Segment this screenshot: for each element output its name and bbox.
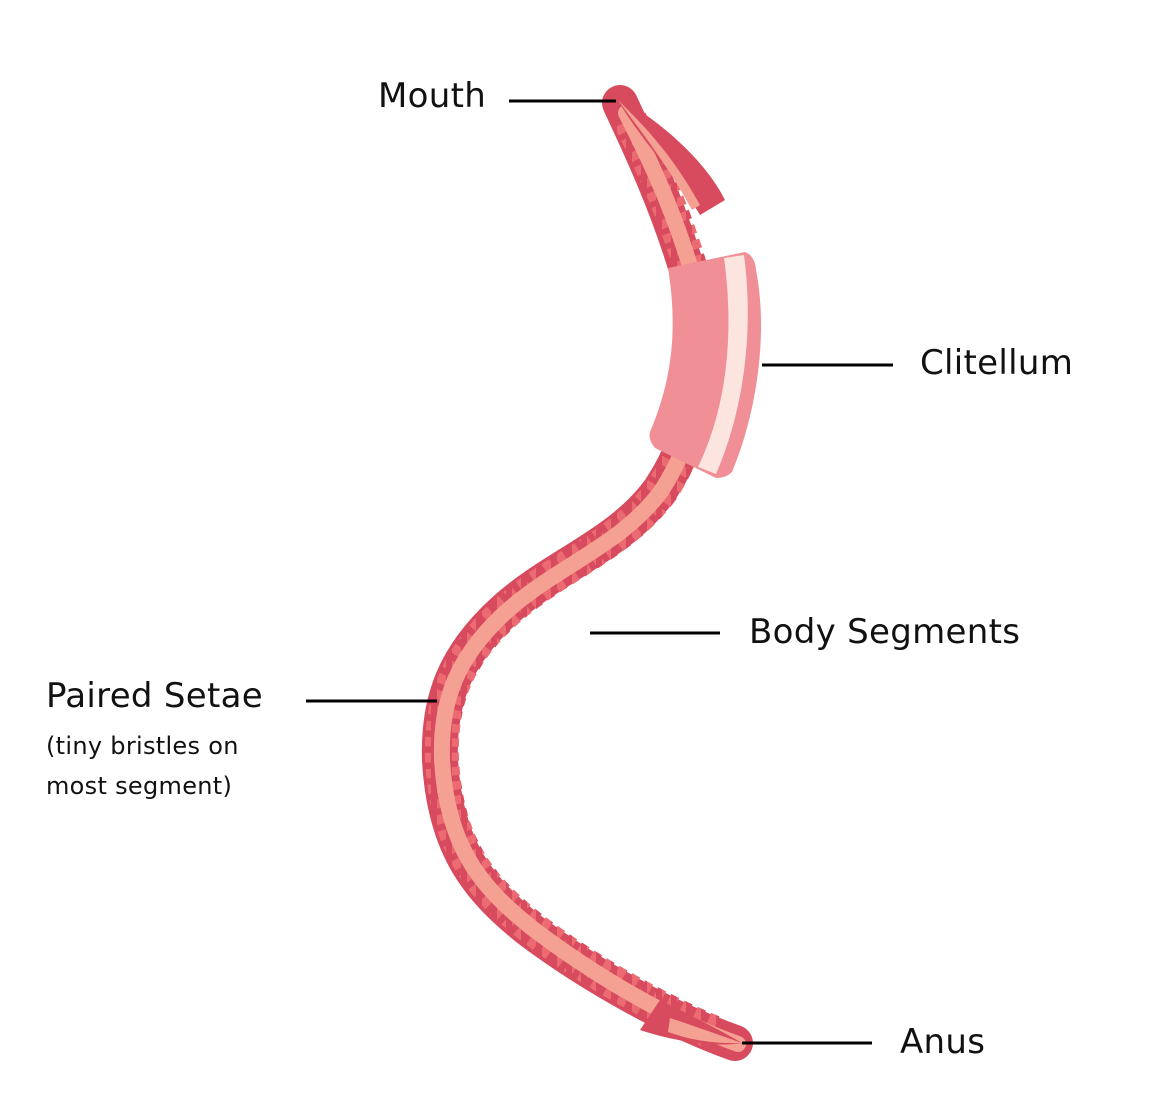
anus-tip	[640, 1000, 742, 1045]
mouth-tip-stripe	[618, 100, 700, 210]
label-mouth: Mouth	[378, 76, 487, 116]
label-paired-setae: Paired Setae	[46, 676, 263, 716]
label-anus: Anus	[900, 1022, 986, 1062]
leader-lines	[306, 99, 893, 1045]
clitellum-highlight	[698, 255, 748, 474]
label-paired-setae-note-1: (tiny bristles on	[46, 732, 239, 760]
anus-tip-stripe	[668, 1018, 742, 1044]
label-paired-setae-note-2: most segment)	[46, 772, 233, 800]
label-body-segments: Body Segments	[749, 612, 1021, 652]
label-clitellum: Clitellum	[920, 343, 1074, 383]
